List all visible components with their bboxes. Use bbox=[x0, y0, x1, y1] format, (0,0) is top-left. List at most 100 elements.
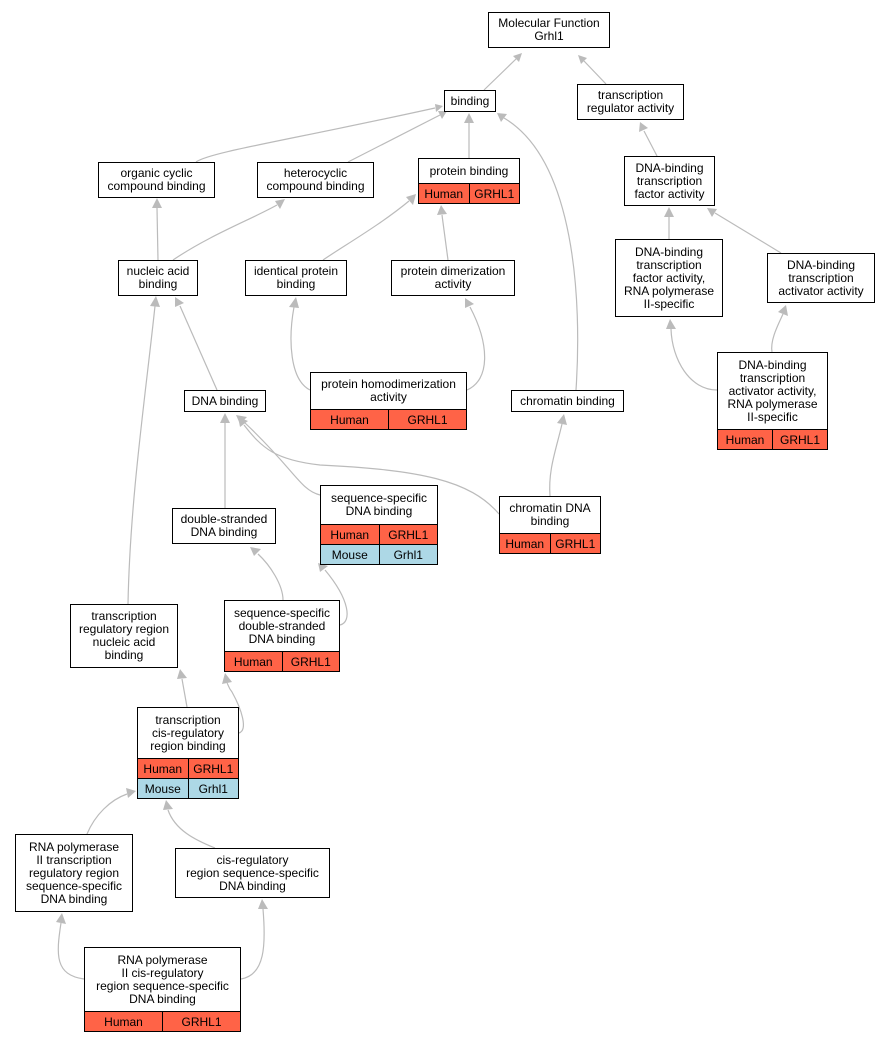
node-binding[interactable]: binding bbox=[444, 90, 496, 112]
node-label-line: heterocyclic bbox=[283, 166, 348, 180]
node-label-line: protein binding bbox=[429, 163, 509, 178]
species-cell: Mouse bbox=[331, 547, 368, 562]
node-label-line: regulatory region bbox=[28, 865, 120, 880]
edge-tra-mf-arrowhead bbox=[578, 55, 587, 64]
edge-tcrrb-ssdsdb bbox=[226, 682, 244, 734]
node-label-line: binding bbox=[450, 93, 490, 108]
node-chromatin-binding[interactable]: chromatin binding bbox=[511, 390, 624, 412]
species-cell: Human bbox=[233, 654, 273, 669]
node-label-line: DNA binding bbox=[190, 525, 258, 539]
node-label: protein binding bbox=[419, 159, 519, 183]
edge-nab-occb bbox=[156, 207, 159, 261]
edges-group bbox=[57, 58, 784, 980]
node-label-line: binding bbox=[104, 648, 144, 662]
gene-cell: GRHL1 bbox=[549, 534, 601, 553]
arrowheads-group bbox=[56, 53, 788, 924]
species-cell: Human bbox=[143, 761, 183, 776]
edge-occb-binding bbox=[195, 107, 436, 163]
edge-dbtfa-tra-arrowhead bbox=[639, 122, 648, 132]
node-label-line: Molecular Function bbox=[498, 16, 600, 30]
node-label-line: factor activity, bbox=[632, 270, 706, 285]
edge-rnap2cis-crrssdb-arrowhead bbox=[258, 899, 268, 909]
edge-phda-pda bbox=[466, 306, 486, 391]
edge-nab-hcb bbox=[172, 204, 278, 261]
node-label-line: nucleic acid bbox=[92, 635, 156, 649]
node-label-line: organic cyclic bbox=[120, 166, 193, 180]
node-label-line: transcription bbox=[155, 712, 221, 727]
node-label-line: cis-regulatory bbox=[216, 852, 289, 867]
edge-binding-mf bbox=[483, 58, 517, 91]
node-label-line: II-specific bbox=[747, 409, 798, 424]
edge-tra-mf bbox=[583, 60, 607, 85]
node-label-line: transcription bbox=[739, 370, 806, 385]
node-label-line: region sequence-specific bbox=[96, 978, 229, 993]
edge-dsdb-dnab-arrowhead bbox=[220, 413, 230, 423]
node-label-line: DNA-binding bbox=[738, 357, 807, 372]
node-label-line: DNA binding bbox=[219, 878, 286, 893]
edge-dnab-nab-arrowhead bbox=[175, 297, 184, 307]
node-label-line: region sequence-specific bbox=[186, 865, 319, 880]
node-label-line: II transcription bbox=[36, 852, 112, 867]
node-label-line: II cis-regulatory bbox=[121, 965, 204, 980]
edge-pb-binding-arrowhead bbox=[464, 113, 474, 123]
edge-dbtfa-tra bbox=[643, 130, 658, 157]
node-dna-binding[interactable]: DNA binding bbox=[184, 390, 266, 412]
edge-trrnab-nab-arrowhead bbox=[150, 296, 160, 307]
edge-rnap2cis-crrssdb bbox=[240, 908, 265, 980]
edge-hcb-binding bbox=[347, 114, 441, 163]
node-label-line: binding bbox=[138, 277, 178, 291]
edge-dbtaa2-dbtaa bbox=[771, 313, 784, 353]
gene-cell: GRHL1 bbox=[388, 410, 466, 429]
species-cell: Mouse bbox=[144, 781, 181, 796]
edge-cdb-dnab bbox=[243, 424, 500, 515]
edge-dbtaa-dbtfa-arrowhead bbox=[707, 208, 717, 217]
node-label-line: DNA binding bbox=[248, 631, 316, 646]
node-label-line: chromatin DNA bbox=[509, 501, 591, 515]
node-label-line: region binding bbox=[150, 738, 226, 753]
edge-ssdb-dnab bbox=[243, 421, 321, 496]
node-label-line: DNA binding bbox=[191, 393, 259, 408]
edge-ssdsdb-dsdb bbox=[257, 553, 284, 601]
species-cell: Human bbox=[104, 1014, 143, 1029]
node-label-line: sequence-specific bbox=[330, 491, 428, 505]
node-label-line: RNA polymerase bbox=[623, 283, 715, 298]
node-label-line: RNA polymerase bbox=[117, 952, 208, 967]
